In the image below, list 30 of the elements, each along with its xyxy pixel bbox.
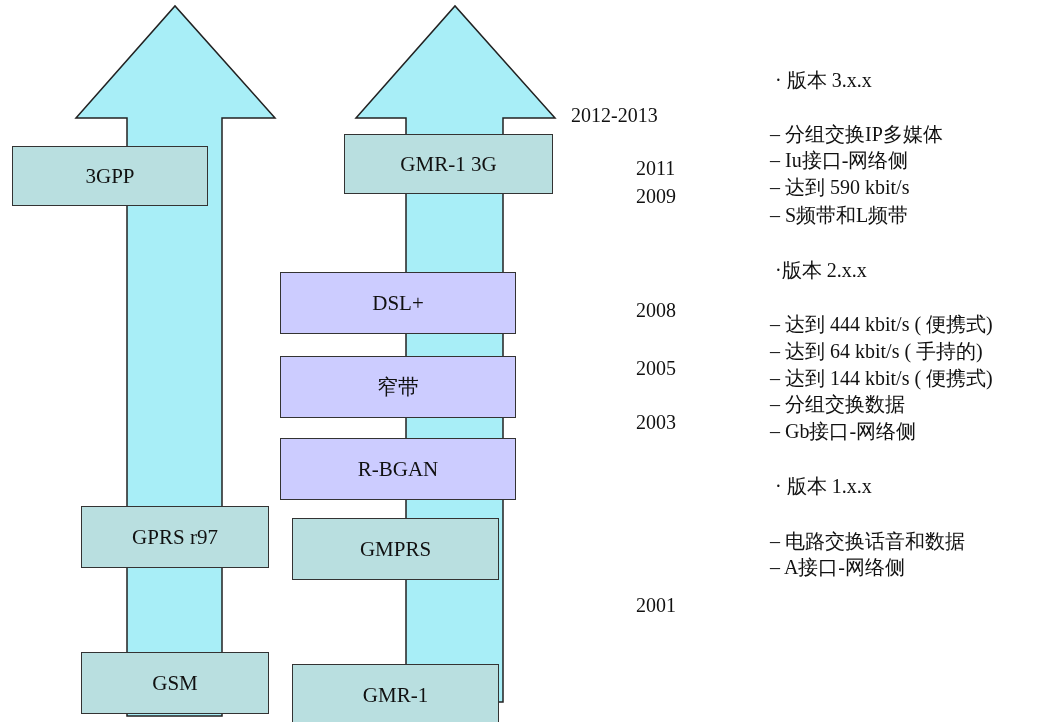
year-label: 2003 bbox=[636, 410, 676, 434]
year-label: 2008 bbox=[636, 298, 676, 322]
feature-text: – Gb接口-网络侧 bbox=[770, 419, 917, 443]
version-box: GMR-1 3G bbox=[344, 134, 553, 194]
version-box: DSL+ bbox=[280, 272, 516, 334]
feature-text: – S频带和L频带 bbox=[770, 203, 909, 227]
feature-text: – 分组交换数据 bbox=[770, 392, 905, 416]
feature-text: – 分组交换IP多媒体 bbox=[770, 122, 943, 146]
feature-text: – A接口-网络侧 bbox=[770, 555, 905, 579]
version-box: GPRS r97 bbox=[81, 506, 269, 568]
feature-text: ·版本 2.x.x bbox=[775, 258, 867, 282]
year-label: 2011 bbox=[636, 156, 676, 180]
version-box: GSM bbox=[81, 652, 269, 714]
feature-text: – 达到 64 kbit/s ( 手持的) bbox=[770, 339, 983, 363]
version-box: 窄带 bbox=[280, 356, 516, 418]
year-label: 2005 bbox=[636, 356, 676, 380]
version-box: R-BGAN bbox=[280, 438, 516, 500]
feature-text: – 电路交换话音和数据 bbox=[770, 529, 965, 553]
version-box: GMR-1 bbox=[292, 664, 499, 722]
feature-text: – 达到 144 kbit/s ( 便携式) bbox=[770, 366, 993, 390]
version-box: 3GPP bbox=[12, 146, 208, 206]
year-label: 2009 bbox=[636, 184, 676, 208]
feature-text: – 达到 444 kbit/s ( 便携式) bbox=[770, 312, 993, 336]
feature-text: – 达到 590 kbit/s bbox=[770, 175, 910, 199]
feature-text: – Iu接口-网络侧 bbox=[770, 148, 909, 172]
year-label: 2001 bbox=[636, 593, 676, 617]
year-label: 2012-2013 bbox=[571, 103, 658, 127]
feature-text: · 版本 3.x.x bbox=[775, 68, 872, 92]
feature-text: · 版本 1.x.x bbox=[775, 474, 872, 498]
version-box: GMPRS bbox=[292, 518, 499, 580]
